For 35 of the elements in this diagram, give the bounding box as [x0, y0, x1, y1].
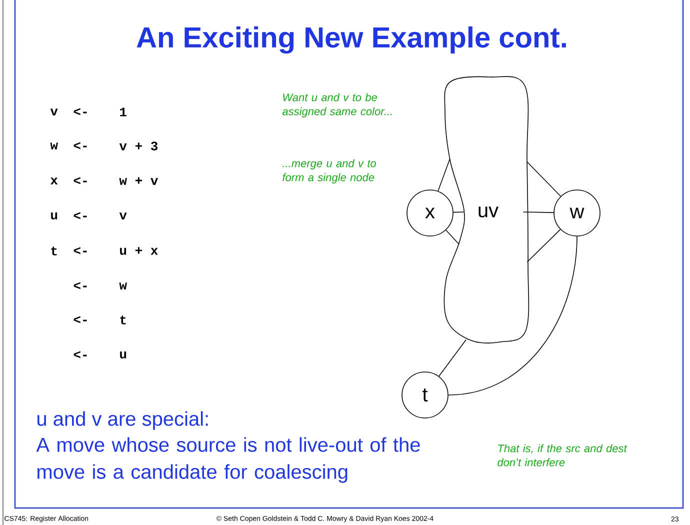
edge-line — [526, 229, 561, 262]
edge-line — [448, 236, 578, 396]
code-text: <- — [74, 351, 87, 358]
code-text: <- — [74, 142, 87, 150]
note-text: Want u and v to be assigned same color... — [282, 93, 392, 118]
code-text: <- — [74, 247, 87, 254]
code-text: u — [51, 212, 58, 220]
note-text: ...merge u and v to form a single node — [282, 159, 376, 184]
code-text: t — [120, 316, 126, 324]
code-text: t — [51, 246, 57, 256]
code-text: w — [119, 282, 127, 290]
edge-line — [446, 230, 460, 244]
body-text: u and v are special: — [38, 411, 208, 430]
code-text: v + 3 — [119, 142, 158, 150]
edge-line — [522, 212, 554, 213]
code-text: <- — [74, 177, 87, 184]
edge-line — [453, 212, 464, 213]
code-text: u — [120, 352, 126, 358]
code-text: w + v — [119, 177, 158, 185]
code-text: <- — [74, 212, 87, 220]
code-text: <- — [74, 316, 87, 324]
code-text: v — [50, 108, 58, 116]
slide-title: An Exciting New Example cont. — [136, 26, 566, 54]
note-text: That is, if the src and dest don’t interfere — [498, 444, 628, 466]
code-text: 1 — [120, 108, 126, 116]
body-text: A move whose source is not live-out of the move is a candidate for coalescing — [36, 437, 420, 483]
edge-line — [438, 158, 450, 192]
edge-line — [526, 162, 562, 197]
code-text: w — [50, 142, 58, 150]
code-text: v — [119, 212, 127, 220]
code-text: u + x — [120, 247, 158, 255]
code-text: <- — [74, 108, 87, 116]
code-text: <- — [74, 282, 87, 290]
code-text: x — [50, 178, 58, 184]
edge-line — [438, 339, 466, 377]
